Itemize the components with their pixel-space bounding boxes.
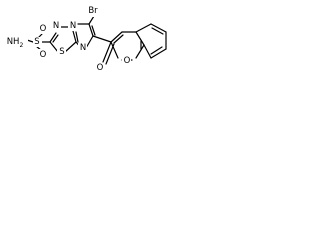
bond <box>64 41 77 53</box>
bond <box>143 44 152 59</box>
bond <box>52 34 59 43</box>
atom-labels: Br N N N S S O O NH2 O O <box>4 6 131 73</box>
nh2-subscript: 2 <box>19 42 23 49</box>
atom-label-n: N <box>70 21 76 31</box>
atom-label-s: S <box>34 37 39 47</box>
bond <box>91 25 96 36</box>
bond <box>150 46 163 55</box>
nh2-text: NH <box>7 37 20 47</box>
chemical-structure: Br N N N S S O O NH2 O O <box>4 6 167 73</box>
bond <box>88 23 94 37</box>
atom-label-br: Br <box>88 6 98 16</box>
bond <box>110 31 123 43</box>
atom-label-n: N <box>53 21 59 31</box>
atom-label-o: O <box>124 56 131 66</box>
bond <box>102 41 112 63</box>
bond <box>105 43 115 65</box>
bond <box>135 44 145 59</box>
atom-label-s: S <box>59 47 64 57</box>
atom-label-o: O <box>97 63 104 73</box>
bond <box>72 30 77 43</box>
bond <box>49 41 59 53</box>
bond <box>88 15 95 25</box>
atom-label-o: O <box>40 24 47 34</box>
bond <box>135 31 145 46</box>
atom-label-n: N <box>80 43 86 53</box>
bond <box>150 48 167 59</box>
bond <box>75 31 79 43</box>
atom-label-nh2: NH2 <box>7 37 24 49</box>
bond <box>92 35 112 43</box>
bond <box>151 27 164 35</box>
bond <box>49 32 57 43</box>
bond-lines <box>26 15 167 65</box>
bond <box>150 23 167 33</box>
bond <box>135 23 152 33</box>
bond <box>113 34 124 44</box>
atom-label-o: O <box>40 50 47 60</box>
bond <box>110 41 119 59</box>
bond <box>85 35 94 49</box>
